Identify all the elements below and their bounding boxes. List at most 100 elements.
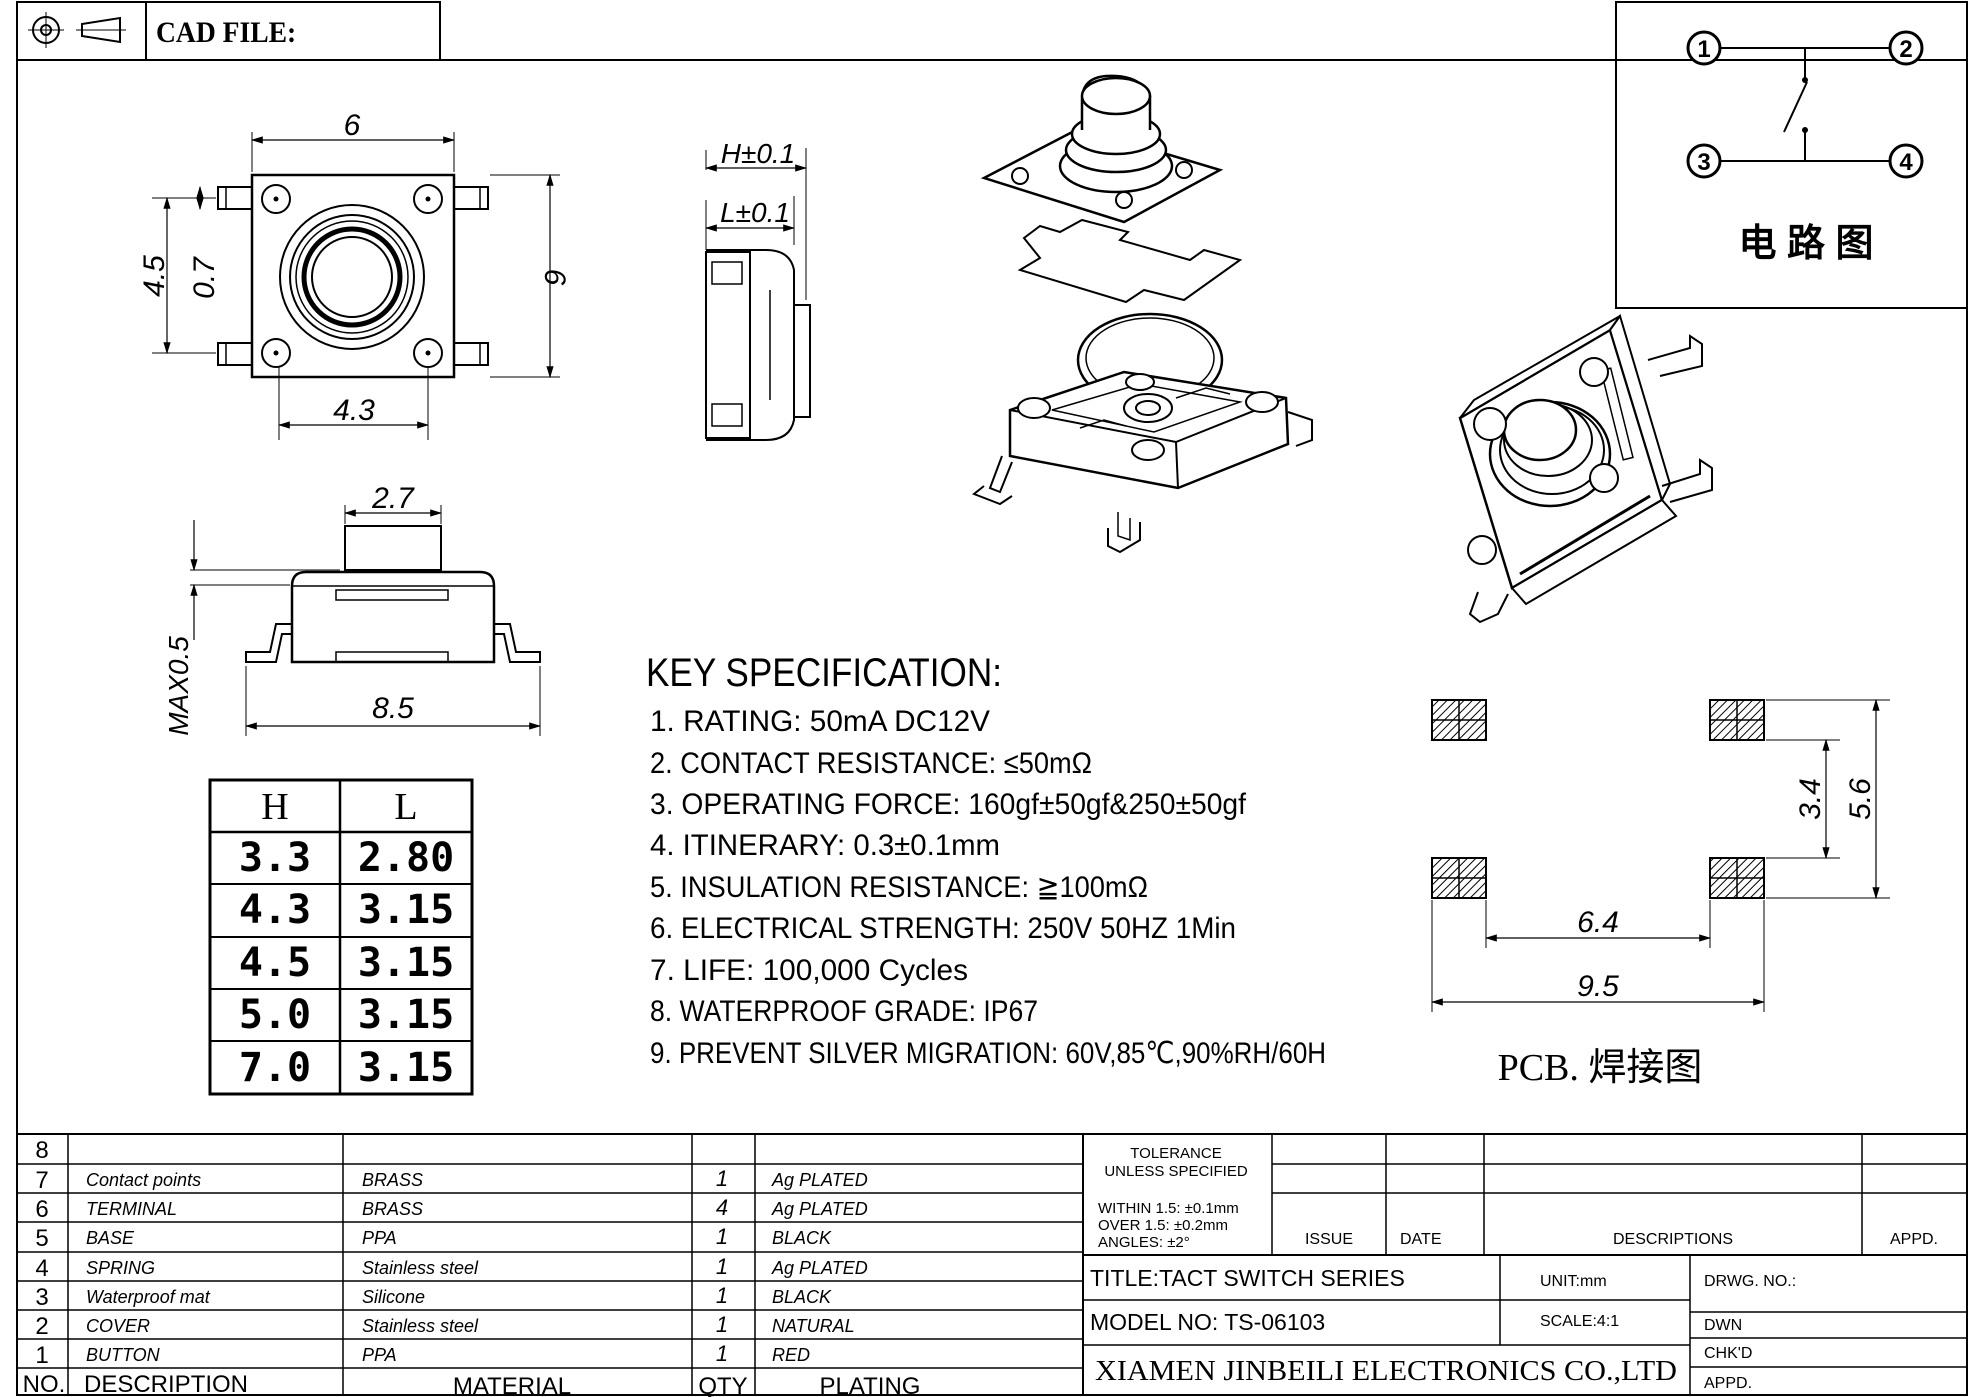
bom-description: BUTTON — [86, 1345, 161, 1365]
bom-material: PPA — [362, 1345, 397, 1365]
bom-header-material: MATERIAL — [453, 1373, 571, 1397]
bom-plating: BLACK — [772, 1228, 832, 1248]
hl-cell: 3.15 — [358, 940, 454, 986]
spec-item: 3. OPERATING FORCE: 160gf±50gf&250±50gf — [650, 788, 1247, 821]
hl-cell: 4.5 — [239, 940, 311, 986]
bom-material: Stainless steel — [362, 1258, 479, 1278]
tolerance-line: WITHIN 1.5: ±0.1mm — [1098, 1200, 1239, 1217]
bom-description: Contact points — [86, 1170, 201, 1190]
hl-cell: 3.15 — [358, 992, 454, 1038]
hl-cell: 3.3 — [239, 835, 311, 881]
rev-appd-header: APPD. — [1890, 1231, 1938, 1248]
spec-item: 6. ELECTRICAL STRENGTH: 250V 50HZ 1Min — [650, 912, 1236, 945]
hl-cell: 4.3 — [239, 887, 311, 933]
bom-no: 8 — [35, 1137, 48, 1164]
spec-item: 7. LIFE: 100,000 Cycles — [650, 954, 968, 987]
title-block: TOLERANCE UNLESS SPECIFIED WITHIN 1.5: ±… — [1083, 1134, 1967, 1395]
bom-plating: Ag PLATED — [771, 1199, 868, 1219]
hl-cell: 5.0 — [239, 992, 311, 1038]
circuit-title: 电 路 图 — [1738, 223, 1873, 265]
bom-no: 7 — [35, 1167, 48, 1194]
pin-1-icon — [1686, 30, 1722, 66]
spec-item: 1. RATING: 50mA DC12V — [650, 705, 990, 738]
bom-material: Silicone — [362, 1287, 425, 1307]
pcb-caption: PCB. 焊接图 — [1498, 1047, 1703, 1089]
rev-issue-header: ISSUE — [1305, 1231, 1353, 1248]
bom-header-plating: PLATING — [820, 1373, 921, 1397]
front-view: 2.7 8.5 MAX0.5 — [163, 482, 542, 736]
unit-label: UNIT:mm — [1540, 1273, 1607, 1290]
pin-4-label: 4 — [1899, 149, 1913, 176]
bom-material: PPA — [362, 1228, 397, 1248]
spec-title: KEY SPECIFICATION: — [646, 651, 1002, 695]
dim-body: 4.5 — [138, 255, 171, 297]
top-view: 6 6 4.5 0.7 4.3 — [138, 109, 571, 440]
spec-item: 5. INSULATION RESISTANCE: ≧100mΩ — [650, 871, 1148, 904]
hl-cell: 2.80 — [358, 835, 454, 881]
cad-file-label: CAD FILE: — [156, 16, 296, 49]
bom-qty: 1 — [716, 1254, 728, 1279]
pin-4-icon — [1888, 143, 1924, 179]
dwn-label: DWN — [1704, 1317, 1742, 1334]
bom-qty: 4 — [716, 1195, 728, 1220]
dim-span-y: 5.6 — [1844, 778, 1877, 820]
hl-table: H L 3.3 2.80 4.3 3.15 4.5 3.15 5.0 3.15 … — [208, 778, 474, 1096]
model-number: MODEL NO: TS-06103 — [1090, 1309, 1325, 1335]
dim-h: H±0.1 — [721, 138, 796, 169]
spec-item: 4. ITINERARY: 0.3±0.1mm — [650, 829, 1000, 862]
key-specification: KEY SPECIFICATION: 1. RATING: 50mA DC12V… — [646, 651, 1326, 1070]
spec-item: 9. PREVENT SILVER MIGRATION: 60V,85℃,90%… — [650, 1037, 1326, 1070]
dim-pin-pitch: 4.3 — [333, 394, 375, 427]
spec-item: 2. CONTACT RESISTANCE: ≤50mΩ — [650, 747, 1092, 780]
bom-qty: 1 — [716, 1166, 728, 1191]
company-name: XIAMEN JINBEILI ELECTRONICS CO.,LTD — [1095, 1356, 1677, 1387]
bom-description: SPRING — [86, 1258, 155, 1278]
drawing-title: TITLE:TACT SWITCH SERIES — [1090, 1265, 1405, 1291]
bom-header-no: NO. — [23, 1371, 66, 1397]
bom-header-description: DESCRIPTION — [84, 1371, 248, 1397]
bom-no: 3 — [35, 1284, 48, 1311]
spec-item: 8. WATERPROOF GRADE: IP67 — [650, 995, 1038, 1028]
bom-qty: 1 — [716, 1224, 728, 1249]
pin-2-icon — [1888, 30, 1924, 66]
bom-table: 8 7 Contact points BRASS 1 Ag PLATED 6 T… — [17, 1133, 1967, 1397]
pin-1-label: 1 — [1697, 36, 1710, 63]
hl-header-l: L — [394, 786, 417, 828]
bom-description: Waterproof mat — [86, 1287, 211, 1307]
dim-actuator: 2.7 — [371, 482, 415, 515]
bom-qty: 1 — [716, 1312, 728, 1337]
hl-cell: 3.15 — [358, 1045, 454, 1091]
dim-span: 8.5 — [372, 692, 414, 725]
side-view: H±0.1 L±0.1 — [704, 138, 811, 441]
bom-plating: NATURAL — [772, 1316, 855, 1336]
pcb-footprint: 6.4 9.5 3.4 5.6 PCB. 焊接图 — [1430, 698, 1890, 1089]
dim-max: MAX0.5 — [163, 636, 194, 736]
bom-material: BRASS — [362, 1170, 423, 1190]
bom-plating: BLACK — [772, 1287, 832, 1307]
dim-height: 6 — [538, 269, 571, 286]
tolerance-title: TOLERANCE — [1130, 1145, 1221, 1162]
sheet-border — [16, 59, 1968, 1396]
bom-qty: 1 — [716, 1283, 728, 1308]
scale-label: SCALE:4:1 — [1540, 1313, 1619, 1330]
hl-cell: 7.0 — [239, 1045, 311, 1091]
bom-no: 6 — [35, 1196, 48, 1223]
appd-label: APPD. — [1704, 1375, 1752, 1392]
pin-3-label: 3 — [1697, 149, 1710, 176]
bom-plating: RED — [772, 1345, 810, 1365]
bom-material: Stainless steel — [362, 1316, 479, 1336]
bom-no: 2 — [35, 1313, 48, 1340]
dim-gap: 0.7 — [188, 256, 221, 299]
pin-3-icon — [1686, 143, 1722, 179]
projection-symbol-icon — [28, 12, 126, 48]
bom-header-qty: QTY — [698, 1373, 747, 1397]
isometric-view — [1458, 313, 1713, 624]
bom-no: 1 — [35, 1342, 48, 1369]
exploded-view — [972, 74, 1313, 554]
bom-no: 5 — [35, 1225, 48, 1252]
drwg-no-label: DRWG. NO.: — [1704, 1273, 1796, 1290]
bom-material: BRASS — [362, 1199, 423, 1219]
dim-l: L±0.1 — [720, 197, 790, 228]
bom-plating: Ag PLATED — [771, 1258, 868, 1278]
